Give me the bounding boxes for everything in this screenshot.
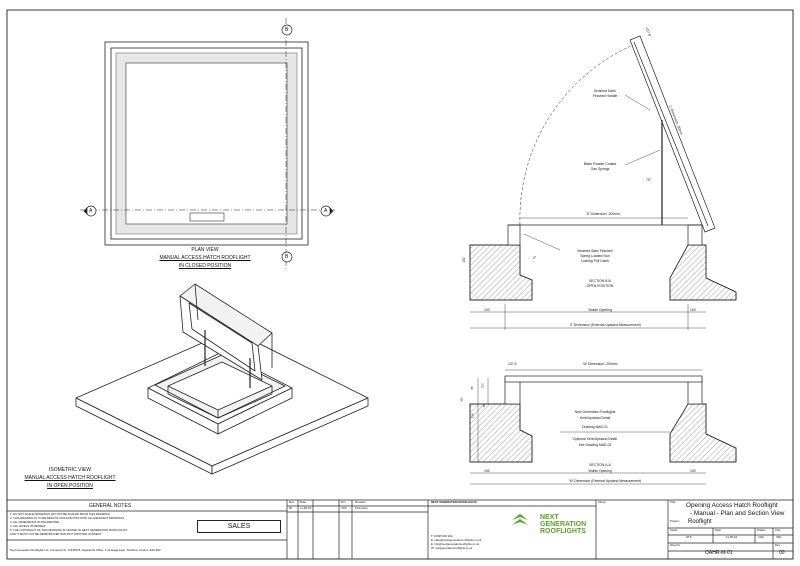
rev-row-drn: VHS bbox=[341, 506, 347, 510]
marker-b-bottom: B bbox=[285, 254, 289, 260]
project-label: Project: bbox=[670, 519, 680, 523]
dim-100-right-b: 100 bbox=[690, 308, 696, 312]
rev-header-rev: Rev bbox=[289, 500, 294, 504]
label-optional-1: Optional Kerb/Upstand Detail bbox=[573, 437, 617, 441]
dwg-value: OAHR-M-01 bbox=[705, 550, 733, 556]
plan-view-line3: IN CLOSED POSITION bbox=[178, 263, 232, 269]
label-springs-1: Black Powder Coated bbox=[583, 162, 617, 166]
rev-value: 00 bbox=[779, 550, 785, 556]
scale-value: NTS bbox=[686, 535, 692, 539]
title-block-lines bbox=[7, 499, 793, 559]
dim-85: 85 bbox=[469, 386, 474, 390]
dim-150-b: 150 bbox=[461, 257, 466, 263]
contact-website: W: nextgenerationrooflights.co.uk bbox=[431, 546, 473, 550]
label-angle: 70° bbox=[646, 178, 652, 182]
title-label: Title: bbox=[670, 500, 676, 504]
plan-view bbox=[80, 18, 335, 270]
label-catch-3: Locking Pull Catch bbox=[580, 259, 610, 263]
plan-view-title: PLAN VIEW bbox=[191, 247, 219, 253]
label-kerb-1: Next Generation Rooflights bbox=[574, 410, 616, 414]
label-visible-opening-a: Visible Opening bbox=[588, 469, 612, 473]
plan-view-line2: MANUAL ACCESS HATCH ROOFLIGHT bbox=[159, 255, 251, 261]
label-external-b: 'S' Dimension (External Upstand Measurem… bbox=[569, 323, 641, 327]
marker-a-right: A bbox=[324, 208, 328, 214]
label-catch-1: Brushed Satin Finished bbox=[577, 249, 613, 253]
project-value: Rooflight bbox=[688, 519, 712, 525]
rev-row-date: 11-05-23 bbox=[300, 506, 311, 510]
dwg-label: Dwg No: bbox=[670, 543, 681, 547]
section-markers bbox=[83, 24, 334, 263]
drawing-title-1: Opening Access Hatch Rooflight bbox=[686, 502, 778, 509]
date-value: 11-05-23 bbox=[726, 535, 737, 539]
section-a-title: SECTION A-A bbox=[589, 463, 611, 467]
label-catch-2: Spring Loaded Non bbox=[580, 254, 610, 258]
chk-value: JWL bbox=[776, 535, 782, 539]
section-b-title: SECTION B-B bbox=[589, 279, 611, 283]
notes-item-6: AND IT MUST NOT BE REPRODUCED WITHOUT WR… bbox=[10, 532, 102, 536]
marker-b-top: B bbox=[285, 27, 289, 33]
section-b-subtitle: OPEN POSITION bbox=[586, 284, 614, 288]
iso-view-line3: IN OPEN POSITION bbox=[47, 483, 93, 489]
logo-text-3: ROOFLIGHTS bbox=[540, 528, 586, 535]
drawn-label: Drawn: bbox=[757, 528, 766, 532]
dim-100-left-a: 100 bbox=[484, 469, 490, 473]
dim-137-5-a: 137.5 bbox=[508, 362, 517, 366]
notes-item-4: 4. ALL LEVELS IN METRES bbox=[10, 524, 46, 528]
rev-label: Rev: bbox=[775, 543, 781, 547]
contact-phone: T: 01525 000 204 bbox=[431, 534, 453, 538]
isometric-view bbox=[75, 283, 369, 475]
label-kerb-2: Kerb/Upstand Detail bbox=[579, 416, 611, 420]
notes-title: GENERAL NOTES bbox=[88, 503, 132, 509]
client-label: Client: bbox=[598, 500, 606, 504]
notes-item-5: 5. THE COPYRIGHT OF THIS DRAWING IS VEST… bbox=[10, 528, 128, 532]
drawing-title-2: - Manual - Plan and Section View bbox=[690, 510, 785, 517]
label-2-deg: 2° bbox=[533, 256, 537, 260]
section-b-drawing bbox=[469, 35, 737, 330]
rev-header-date: Date bbox=[300, 500, 306, 504]
dim-342: 342 bbox=[459, 397, 464, 403]
rev-row-rev: 00 bbox=[289, 506, 293, 510]
iso-view-line2: MANUAL ACCESS HATCH ROOFLIGHT bbox=[24, 475, 116, 481]
company-heading: NEXT GENERATION ROOFLIGHTS bbox=[431, 500, 477, 504]
marker-a-left: A bbox=[89, 208, 93, 214]
label-handle-1: Brushed Satin bbox=[594, 89, 616, 93]
dim-150-a: 150 bbox=[470, 413, 475, 419]
company-logo-mark bbox=[512, 514, 528, 525]
dim-100-right-a: 100 bbox=[690, 469, 696, 473]
notes-item-2: 2. THIS DRAWING IS TO BE READ IN CONJUNC… bbox=[10, 516, 125, 520]
contact-email-sales: E: sales@nextgenerationrooflights.co.uk bbox=[431, 538, 482, 542]
label-handle-2: Finished Handle bbox=[592, 94, 618, 98]
label-springs-2: Gas Springs bbox=[590, 167, 610, 171]
dim-w-dimension-b: 'S' Dimension -200mm bbox=[586, 212, 620, 216]
iso-view-title: ISOMETRIC VIEW bbox=[49, 467, 91, 473]
rev-header-revision: Revision bbox=[355, 500, 366, 504]
notes-item-1: 1. DO NOT SCALE DRAWINGS (DO NOT BE SCAL… bbox=[10, 512, 111, 516]
label-kerb-3: Drawing MAD-01 bbox=[582, 425, 608, 429]
scale-label: Scale: bbox=[670, 528, 678, 532]
label-visible-opening-b: Visible Opening bbox=[588, 308, 612, 312]
drawn-value: VHS bbox=[758, 535, 764, 539]
dim-125: 125 bbox=[480, 383, 485, 389]
dim-45: 45 bbox=[481, 404, 486, 408]
label-optional-2: See Drawing MAD-02 bbox=[578, 443, 612, 447]
dim-w-dimension-a: 'W' Dimension -200mm bbox=[582, 362, 618, 366]
rev-row-revision: First issue bbox=[355, 506, 368, 510]
chk-label: Chk: bbox=[775, 528, 781, 532]
date-label: Date: bbox=[715, 528, 722, 532]
label-external-a: 'W' Dimension (External Upstand Measurem… bbox=[568, 479, 642, 483]
logo-text-2: GENERATION bbox=[540, 521, 587, 528]
logo-text-1: NEXT bbox=[540, 514, 559, 521]
dim-100-left-b: 100 bbox=[484, 308, 490, 312]
company-registration: Next Generation Rooflights Ltd, Company … bbox=[10, 548, 161, 552]
sales-status-box: SALES bbox=[197, 520, 281, 533]
section-a-drawing bbox=[469, 369, 737, 485]
rev-header-drn: Drn bbox=[341, 500, 346, 504]
notes-item-3: 3. ALL DIMENSIONS IN MILLIMETRES bbox=[10, 520, 60, 524]
contact-email-info: E: info@nextgenerationrooflights.co.uk bbox=[431, 542, 480, 546]
